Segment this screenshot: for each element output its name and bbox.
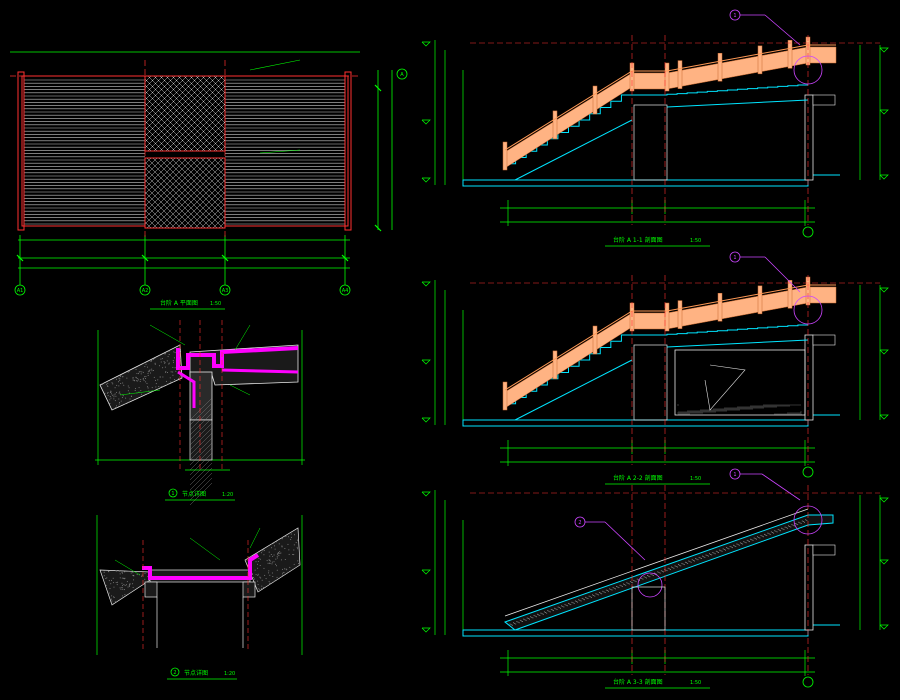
- axis-label-a3: A3: [222, 288, 229, 294]
- axis-label-a1: A1: [17, 288, 24, 294]
- callout-s1: 1: [733, 13, 736, 19]
- axis-label-a2: A2: [142, 288, 149, 294]
- detail1-scale: 1:20: [222, 492, 233, 498]
- plan-view: A1 A2 A3 A4 A 台阶 A 平面图 1:50: [10, 51, 408, 310]
- section-views: [421, 35, 889, 688]
- detail2-callout: 2: [173, 670, 176, 676]
- plan-title: 台阶 A 平面图: [160, 299, 198, 307]
- section3-scale: 1:50: [690, 680, 701, 686]
- section1-scale: 1:50: [690, 238, 701, 244]
- callout-s3: 1: [733, 472, 736, 478]
- detail-view-1: 1 节点详图 1:20: [95, 320, 305, 506]
- plan-scale: 1:50: [210, 301, 221, 307]
- section-callouts: [574, 9, 801, 561]
- section3-title: 台阶 A 3-3 剖面图: [613, 678, 663, 686]
- section1-title: 台阶 A 1-1 剖面图: [613, 236, 663, 244]
- axis-label-a4: A4: [342, 288, 349, 294]
- axis-label-right: A: [400, 72, 404, 78]
- detail1-title: 节点详图: [182, 490, 206, 498]
- detail-view-2: 2 节点详图 1:20: [96, 515, 303, 680]
- section2-title: 台阶 A 2-2 剖面图: [613, 474, 663, 482]
- detail2-title: 节点详图: [184, 669, 208, 677]
- detail1-callout: 1: [171, 491, 174, 497]
- callout-s2: 1: [733, 255, 736, 261]
- callout-s4: 2: [578, 520, 581, 526]
- section2-scale: 1:50: [690, 476, 701, 482]
- detail2-scale: 1:20: [224, 671, 235, 677]
- section-titles: 台阶 A 1-1 剖面图 1:50 台阶 A 2-2 剖面图 1:50 台阶 A…: [605, 236, 710, 689]
